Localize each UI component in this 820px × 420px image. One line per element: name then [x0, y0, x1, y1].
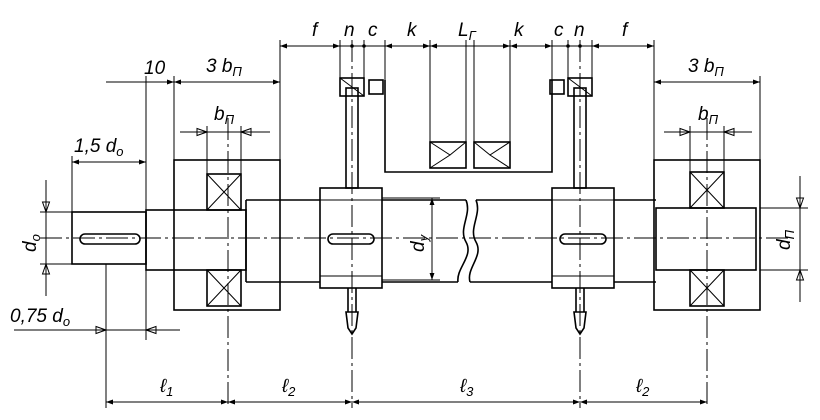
shaft-break-right	[468, 199, 479, 283]
jaw-block-left	[429, 141, 467, 169]
label-10: 10	[144, 58, 166, 79]
label-lg-sub: Г	[469, 28, 477, 43]
label-l2-left: ℓ2	[281, 376, 296, 399]
shaft-right-journal	[655, 207, 757, 271]
jaw-block-right	[473, 141, 511, 169]
left-bearing-top	[206, 173, 242, 211]
label-3bp-left: 3 bП	[206, 56, 242, 79]
label-0-75-d0: 0,75 do	[10, 306, 70, 329]
label-f-left: f	[312, 20, 319, 41]
label-0-75-d0-main: 0,75 d	[10, 306, 64, 327]
label-l3-main: ℓ	[459, 376, 467, 397]
extension-lines	[40, 40, 808, 408]
label-dp: dП	[774, 229, 797, 250]
label-1-5-d0-main: 1,5 d	[74, 136, 118, 157]
label-bp-left-main: b	[214, 104, 225, 125]
shaft-break-left	[457, 199, 469, 283]
label-3bp-right-main: 3 b	[688, 56, 714, 77]
label-1-5-d0-sub: o	[116, 144, 123, 159]
label-l1: ℓ1	[159, 376, 173, 399]
label-1-5-d0: 1,5 do	[74, 136, 124, 159]
label-3bp-right: 3 bП	[688, 56, 724, 79]
label-l2-left-main: ℓ	[281, 376, 289, 397]
label-l3: ℓ3	[459, 376, 474, 399]
label-bp-left: bП	[214, 104, 235, 127]
label-bp-right: bП	[698, 104, 719, 127]
keyway-left-hub-visible	[327, 233, 375, 245]
label-k-left: k	[407, 20, 418, 41]
left-housing	[173, 159, 281, 311]
shaft-left-journal	[145, 209, 247, 271]
label-l1-main: ℓ	[159, 376, 167, 397]
label-d0-sub: o	[28, 234, 43, 241]
label-c-right: c	[554, 20, 564, 41]
label-l2-left-sub: 2	[287, 384, 296, 399]
keyway-output	[79, 233, 141, 245]
label-bp-left-sub: П	[225, 112, 235, 127]
label-bp-right-sub: П	[709, 112, 719, 127]
label-l1-sub: 1	[166, 384, 173, 399]
label-d0: do	[20, 234, 43, 252]
label-l2-right-sub: 2	[641, 384, 650, 399]
label-dy: dy	[408, 233, 431, 252]
label-n-right: n	[574, 20, 585, 41]
label-3bp-right-sub: П	[714, 64, 724, 79]
label-l2-right-main: ℓ	[635, 376, 643, 397]
label-c-left: c	[368, 20, 378, 41]
label-dp-main: d	[774, 238, 795, 250]
label-0-75-d0-sub: o	[63, 314, 70, 329]
label-lg: LГ	[458, 20, 477, 43]
left-bearing-bottom	[206, 269, 242, 307]
frame-u	[384, 80, 553, 173]
keyway-right-hub-visible	[559, 233, 607, 245]
label-l2-right: ℓ2	[635, 376, 650, 399]
label-dy-sub: y	[416, 233, 431, 242]
label-3bp-left-main: 3 b	[206, 56, 232, 77]
label-dp-sub: П	[782, 229, 797, 239]
label-n-left: n	[344, 20, 355, 41]
label-d0-main: d	[20, 240, 41, 252]
label-lg-main: L	[458, 20, 469, 41]
dimension-lines	[14, 43, 805, 405]
label-k-right: k	[514, 20, 525, 41]
label-f-right: f	[622, 20, 629, 41]
shaft	[71, 199, 757, 283]
label-dy-main: d	[408, 240, 429, 252]
label-l3-sub: 3	[466, 384, 474, 399]
label-bp-right-main: b	[698, 104, 709, 125]
label-3bp-left-sub: П	[232, 64, 242, 79]
